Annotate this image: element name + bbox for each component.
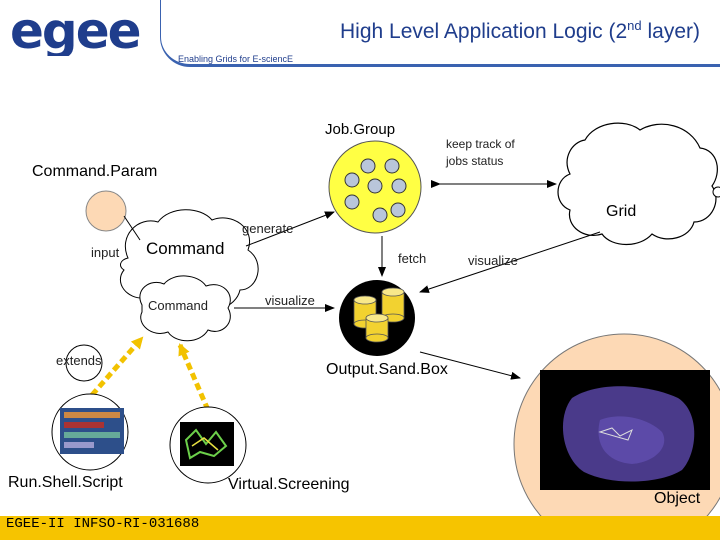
logo-text: egee (10, 6, 140, 56)
object-label: Object (654, 490, 701, 507)
page-title: High Level Application Logic (2nd layer) (339, 18, 700, 43)
job-circles (344, 158, 407, 223)
jobs-status-label: jobs status (446, 154, 504, 168)
job-circle-icon (367, 178, 383, 194)
output-sandbox-label: Output.Sand.Box (326, 361, 448, 378)
command-param-circle (85, 190, 127, 232)
cylinder-icon (365, 313, 389, 343)
cloud-edge-icon (712, 186, 720, 198)
extends-arrow-left (90, 336, 144, 397)
input-label: input (91, 245, 120, 260)
job-circle-icon (390, 202, 406, 218)
job-circle-icon (384, 158, 400, 174)
run-shell-script-label: Run.Shell.Script (8, 474, 123, 491)
extends-label: extends (56, 353, 102, 368)
header-band (160, 0, 720, 67)
job-circle-icon (344, 172, 360, 188)
command-param-label: Command.Param (32, 163, 158, 180)
tagline: Enabling Grids for E-sciencE (178, 54, 294, 64)
footer-text: EGEE-II INFSO-RI-031688 (6, 516, 200, 532)
command-param-line (123, 215, 141, 241)
job-circle-icon (372, 207, 388, 223)
extends-circle (65, 344, 103, 382)
keep-track-label: keep track of (446, 137, 515, 151)
command-label: Command (146, 239, 225, 258)
job-circle-icon (391, 178, 407, 194)
egee-logo: egee (10, 6, 142, 56)
virtual-screening-label: Virtual.Screening (228, 476, 350, 493)
generate-label: generate (242, 221, 294, 236)
footer-bar (0, 516, 720, 540)
fetch-label: fetch (398, 251, 427, 266)
cylinders (353, 287, 405, 343)
visualize-right-label: visualize (468, 253, 518, 268)
extends-arrow-right (177, 343, 211, 411)
grid-cloud-icon (557, 122, 718, 246)
header: egee High Level Application Logic (2nd l… (0, 0, 720, 68)
visualize-mid-label: visualize (265, 293, 315, 308)
command-small-cloud-icon (139, 275, 231, 342)
job-group-label: Job.Group (325, 121, 396, 138)
command-small-label: Command (148, 298, 208, 313)
generate-line (245, 211, 335, 247)
grid-label: Grid (606, 203, 637, 220)
object-line (419, 351, 521, 380)
job-circle-icon (344, 194, 360, 210)
visualize-right-line (419, 231, 601, 293)
job-circle-icon (360, 158, 376, 174)
